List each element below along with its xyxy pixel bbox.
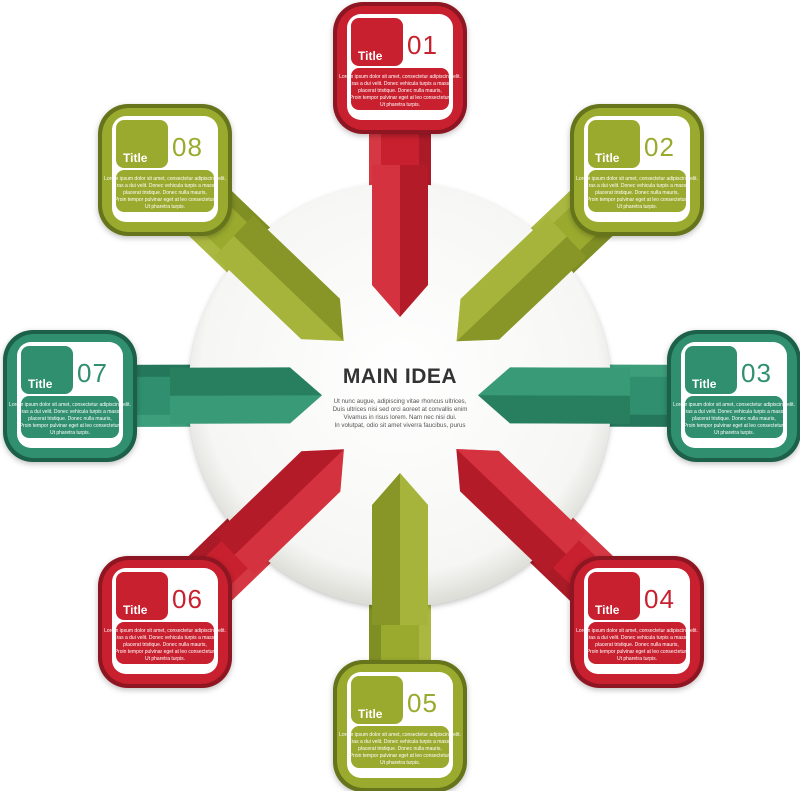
card-body-line: Lorem ipsum dolor sit amet, consectetur …	[104, 628, 226, 634]
card-number: 07	[77, 358, 108, 388]
card-body-line: Ut pharetra turpis.	[617, 204, 657, 210]
card-body-line: Cras a dui velit. Donec vehicula turpis …	[113, 183, 217, 189]
card-body-line: Ut pharetra turpis.	[145, 656, 185, 662]
card-body-line: Ut pharetra turpis.	[380, 760, 420, 766]
card-body-line: Lorem ipsum dolor sit amet, consectetur …	[339, 732, 461, 738]
card-number: 05	[407, 688, 438, 718]
card-body-line: Proin tempor pulvinar eget at leo consec…	[20, 423, 121, 429]
inward-arrow	[372, 165, 428, 317]
main-idea-line: Vivamus in risus lorem. Nam nec nisi dui…	[343, 414, 456, 421]
card-text-block	[116, 622, 214, 664]
card-body-line: Proin tempor pulvinar eget at leo consec…	[115, 649, 216, 655]
card-title-block	[351, 18, 403, 66]
inward-arrow	[215, 449, 344, 575]
main-idea-line: Duis ultrices nisi sed orci aoreet at co…	[333, 406, 468, 413]
card-body-line: Proin tempor pulvinar eget at leo consec…	[587, 197, 688, 203]
card-body-line: Cras a dui velit. Donec vehicula turpis …	[18, 409, 122, 415]
card-body-line: placerat tristique. Donec nulla mauris,	[595, 190, 679, 196]
card-title-block	[116, 120, 168, 168]
card-body-line: Cras a dui velit. Donec vehicula turpis …	[585, 183, 689, 189]
card-title: Title	[28, 377, 53, 391]
card-body-line: placerat tristique. Donec nulla mauris,	[692, 416, 776, 422]
card-title-block	[116, 572, 168, 620]
card-body-line: Proin tempor pulvinar eget at leo consec…	[115, 197, 216, 203]
card-body-line: Lorem ipsum dolor sit amet, consectetur …	[104, 176, 226, 182]
inward-arrow	[214, 215, 344, 342]
card-text-block	[351, 68, 449, 110]
card-title: Title	[595, 151, 620, 165]
card-body-line: Ut pharetra turpis.	[50, 430, 90, 436]
inward-arrow	[372, 473, 428, 625]
card-text-block	[588, 622, 686, 664]
card-body-line: placerat tristique. Donec nulla mauris,	[595, 642, 679, 648]
card-title-block	[588, 572, 640, 620]
inward-arrow	[456, 448, 586, 575]
card-title: Title	[123, 151, 148, 165]
main-idea-line: In volutpat, odio sit amet viverra fauci…	[334, 422, 465, 429]
card-body-line: Cras a dui velit. Donec vehicula turpis …	[348, 81, 452, 87]
arrows-group	[169, 165, 631, 625]
card-number: 03	[741, 358, 772, 388]
card-text-block	[588, 170, 686, 212]
card-body-line: Proin tempor pulvinar eget at leo consec…	[684, 423, 785, 429]
card-body-line: placerat tristique. Donec nulla mauris,	[123, 642, 207, 648]
card-body-line: Cras a dui velit. Donec vehicula turpis …	[585, 635, 689, 641]
card-body-line: placerat tristique. Donec nulla mauris,	[123, 190, 207, 196]
card-body-line: Lorem ipsum dolor sit amet, consectetur …	[576, 176, 698, 182]
card-title-block	[21, 346, 73, 394]
card-body-line: Lorem ipsum dolor sit amet, consectetur …	[9, 402, 131, 408]
card-number: 04	[644, 584, 675, 614]
card-title: Title	[692, 377, 717, 391]
card-body-line: Ut pharetra turpis.	[714, 430, 754, 436]
card-number: 06	[172, 584, 203, 614]
card-body-line: Cras a dui velit. Donec vehicula turpis …	[348, 739, 452, 745]
inward-arrow	[477, 367, 631, 424]
card-title: Title	[595, 603, 620, 617]
card-body-line: Proin tempor pulvinar eget at leo consec…	[350, 95, 451, 101]
inward-arrow	[456, 216, 587, 342]
card-title-block	[351, 676, 403, 724]
card-title-block	[685, 346, 737, 394]
card-body-line: placerat tristique. Donec nulla mauris,	[358, 746, 442, 752]
card-title: Title	[358, 707, 383, 721]
card-title: Title	[358, 49, 383, 63]
main-idea-line: Ut nunc augue, adipiscing vitae rhoncus …	[334, 398, 467, 405]
main-idea-title: MAIN IDEA	[343, 365, 457, 388]
card-text-block	[685, 396, 783, 438]
card-number: 01	[407, 30, 438, 60]
card-number: 08	[172, 132, 203, 162]
card-body-line: placerat tristique. Donec nulla mauris,	[28, 416, 112, 422]
main-idea: MAIN IDEA Ut nunc augue, adipiscing vita…	[333, 365, 468, 429]
card-body-line: placerat tristique. Donec nulla mauris,	[358, 88, 442, 94]
card-body-line: Cras a dui velit. Donec vehicula turpis …	[682, 409, 786, 415]
card-body-line: Lorem ipsum dolor sit amet, consectetur …	[576, 628, 698, 634]
card-text-block	[351, 726, 449, 768]
card-body-line: Lorem ipsum dolor sit amet, consectetur …	[673, 402, 795, 408]
card-body-line: Ut pharetra turpis.	[380, 102, 420, 108]
card-title: Title	[123, 603, 148, 617]
card-text-block	[116, 170, 214, 212]
card-text-block	[21, 396, 119, 438]
card-body-line: Ut pharetra turpis.	[145, 204, 185, 210]
inward-arrow	[169, 367, 323, 424]
card-body-line: Lorem ipsum dolor sit amet, consectetur …	[339, 74, 461, 80]
card-body-line: Ut pharetra turpis.	[617, 656, 657, 662]
card-body-line: Proin tempor pulvinar eget at leo consec…	[587, 649, 688, 655]
card-title-block	[588, 120, 640, 168]
card-body-line: Cras a dui velit. Donec vehicula turpis …	[113, 635, 217, 641]
card-body-line: Proin tempor pulvinar eget at leo consec…	[350, 753, 451, 759]
card-number: 02	[644, 132, 675, 162]
